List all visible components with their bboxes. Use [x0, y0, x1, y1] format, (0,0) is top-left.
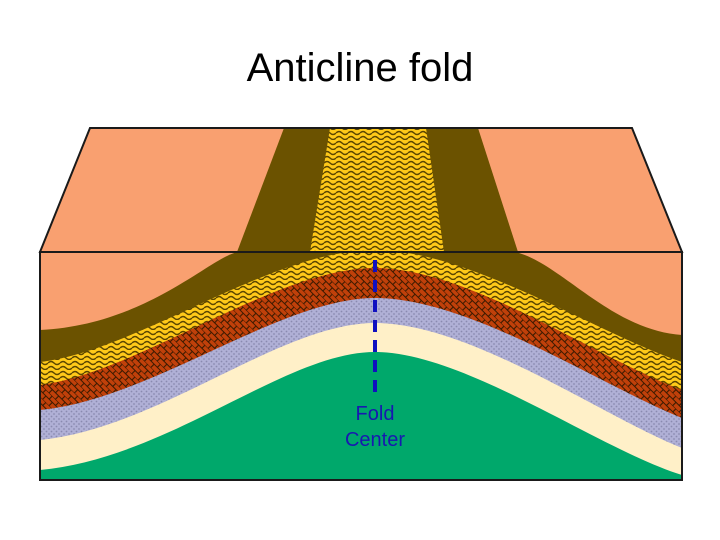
- top-face-yellow-layer: [310, 128, 444, 252]
- slide-title: Anticline fold: [246, 46, 474, 90]
- front-face: [40, 252, 682, 480]
- front-core: [40, 352, 682, 480]
- fold-label-line2: Center: [345, 429, 405, 451]
- front-face-outline: [39, 251, 683, 481]
- fold-label-line1: Fold: [356, 403, 395, 425]
- top-face: [40, 128, 682, 252]
